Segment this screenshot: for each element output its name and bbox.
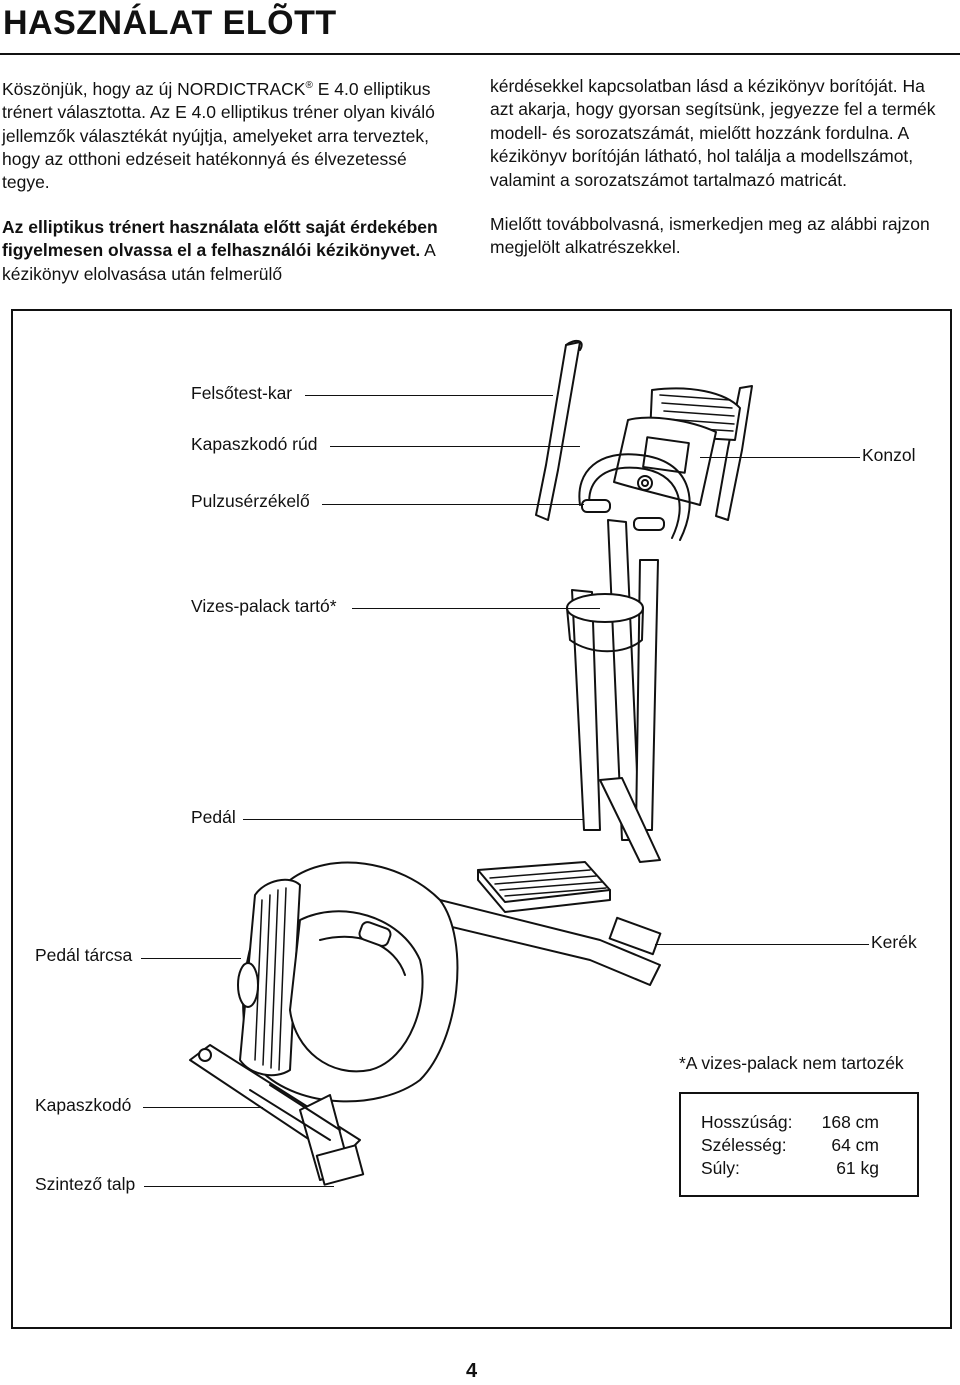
spec-length-label: Hosszúság: bbox=[701, 1112, 793, 1132]
intro-right-column: kérdésekkel kapcsolatban lásd a kéziköny… bbox=[490, 75, 945, 281]
intro-p2-bold: Az elliptikus trénert használata előtt s… bbox=[2, 216, 438, 261]
leader-wheel bbox=[655, 944, 869, 945]
leader-upper-arm bbox=[305, 395, 553, 396]
parts-diagram-frame bbox=[11, 309, 952, 1329]
intro-p1-text-b: E 4.0 elliptikus trénert választotta. Az… bbox=[2, 78, 435, 193]
spec-weight-value: 61 kg bbox=[836, 1158, 879, 1178]
spec-width-value: 64 cm bbox=[831, 1135, 879, 1155]
label-upper-arm: Felsőtest-kar bbox=[191, 383, 293, 403]
spec-weight-label: Súly: bbox=[701, 1158, 740, 1178]
label-pedal: Pedál bbox=[191, 807, 236, 827]
leader-pulse-sensor bbox=[322, 504, 584, 505]
spec-width-label: Szélesség: bbox=[701, 1135, 787, 1155]
leader-pedal bbox=[243, 819, 583, 820]
footnote-water-bottle: *A vizes-palack nem tartozék bbox=[679, 1053, 904, 1073]
intro-paragraph-2: Az elliptikus trénert használata előtt s… bbox=[2, 216, 452, 286]
leader-pedal-disc bbox=[141, 958, 241, 959]
label-handle: Kapaszkodó bbox=[35, 1095, 132, 1115]
label-handrail: Kapaszkodó rúd bbox=[191, 434, 318, 454]
leader-handle bbox=[143, 1107, 263, 1108]
intro-paragraph-3: Mielőtt továbbolvasná, ismerkedjen meg a… bbox=[490, 214, 930, 258]
label-console: Konzol bbox=[862, 445, 916, 465]
label-leveling-foot: Szintező talp bbox=[35, 1174, 136, 1194]
page-title: HASZNÁLAT ELÕTT bbox=[3, 4, 337, 42]
leader-leveling-foot bbox=[144, 1186, 334, 1187]
label-wheel: Kerék bbox=[871, 932, 917, 952]
page-number: 4 bbox=[466, 1360, 478, 1382]
intro-paragraph-1: Köszönjük, hogy az új NORDICTRACK® E 4.0… bbox=[2, 74, 452, 195]
intro-p1-text-a: Köszönjük, hogy az új NORDICTRACK bbox=[2, 78, 306, 99]
leader-handrail bbox=[330, 446, 580, 447]
leader-water-bottle-holder bbox=[352, 608, 600, 609]
label-water-bottle-holder: Vizes-palack tartó* bbox=[191, 596, 337, 616]
label-pulse-sensor: Pulzusérzékelő bbox=[191, 491, 310, 511]
title-rule bbox=[0, 53, 960, 55]
spec-length-value: 168 cm bbox=[821, 1112, 879, 1132]
intro-left-column: Köszönjük, hogy az új NORDICTRACK® E 4.0… bbox=[2, 74, 452, 307]
intro-p2-text: A kézikönyv elolvasása után felmerülő bbox=[2, 240, 435, 284]
intro-paragraph-2-continued: kérdésekkel kapcsolatban lásd a kéziköny… bbox=[490, 76, 936, 190]
specifications-box: Hosszúság: 168 cm Szélesség: 64 cm Súly:… bbox=[679, 1092, 919, 1197]
label-pedal-disc: Pedál tárcsa bbox=[35, 945, 133, 965]
registered-mark: ® bbox=[305, 80, 313, 91]
leader-console bbox=[700, 457, 860, 458]
